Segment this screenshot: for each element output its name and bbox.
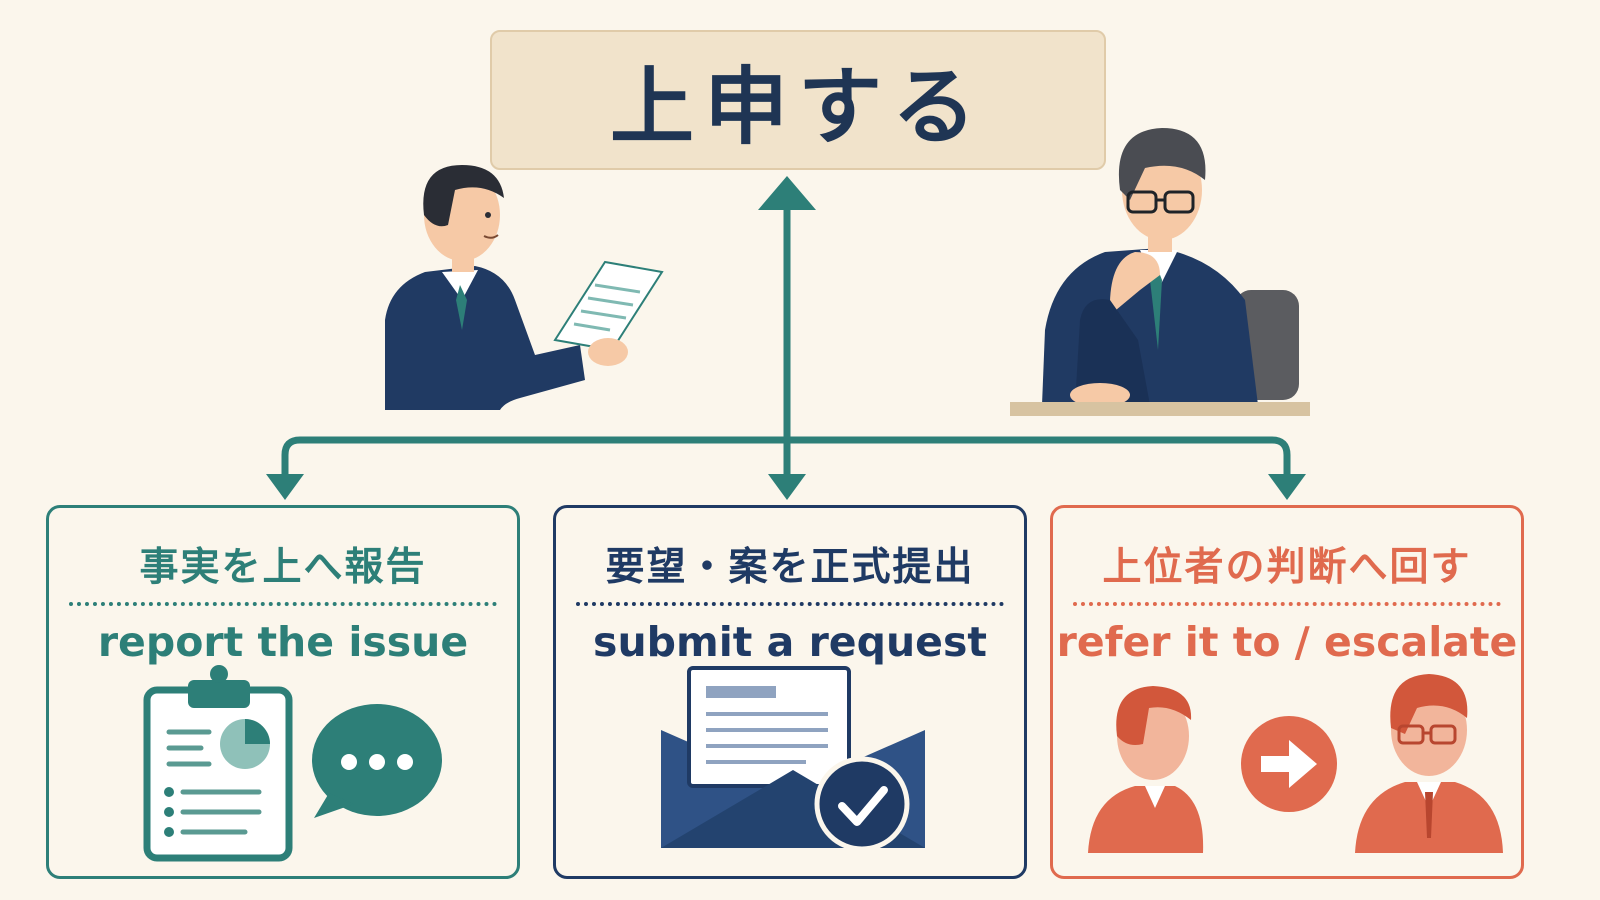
horizontal-connector [281,436,1291,475]
page-title: 上申する [609,57,986,156]
card-submit-dotted-divider [576,602,1004,606]
manager-hand-desk [1070,383,1130,407]
manager-glasses [1126,190,1195,214]
up-arrowhead [758,176,816,210]
card-submit-icons [661,666,925,852]
card-submit-japanese-label: 要望・案を正式提出 [605,545,975,590]
card-submit-english-label: submit a request [593,618,987,666]
card-refer-icons [1088,674,1503,853]
report-paper [553,260,664,352]
card-submit: 要望・案を正式提出 submit a request [553,505,1027,879]
desk [1010,402,1310,416]
manager-hair [1118,128,1206,200]
employee-body [385,266,585,410]
employee-hair [423,165,504,227]
title-box: 上申する [490,30,1106,170]
arrow-heads [266,176,1306,500]
manager-arm [1075,299,1150,405]
card-refer-dotted-divider [1073,602,1501,606]
card-refer-japanese-label: 上位者の判断へ回す [1102,545,1472,590]
superior-icon [1355,674,1503,853]
connector-arrows [281,205,1291,480]
employee-icon [1088,686,1204,853]
employee-hand [588,338,628,366]
manager-figure [1010,128,1310,416]
employee-figure [385,165,664,410]
clipboard-report-icon [143,665,293,862]
down-arrowhead-right [1268,474,1306,500]
card-report-japanese-label: 事実を上へ報告 [139,545,427,590]
card-report-english-label: report the issue [97,618,469,666]
arrow-right-icon [1241,716,1337,812]
card-report: 事実を上へ報告 report the issue [46,505,520,879]
card-report-dotted-divider [69,602,497,606]
speech-bubble-icon [312,704,442,818]
card-report-icons [143,665,442,862]
down-arrowhead-left [266,474,304,500]
card-refer-english-label: refer it to / escalate [1056,618,1518,666]
down-arrowhead-center [768,474,806,500]
check-icon [814,756,910,852]
card-refer: 上位者の判断へ回す refer it to / escalate [1050,505,1524,879]
